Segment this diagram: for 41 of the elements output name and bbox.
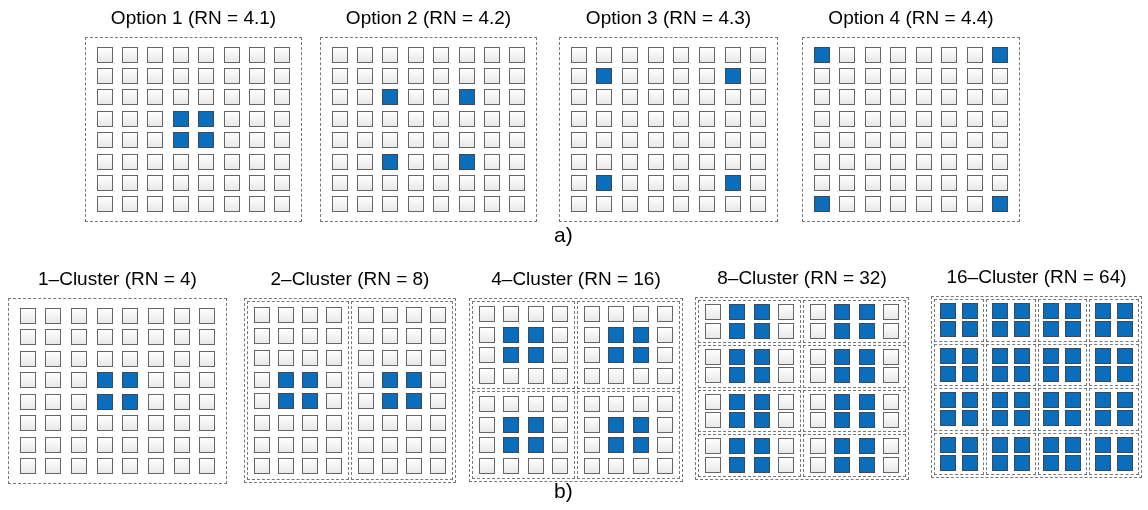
sub-cluster-frame bbox=[803, 344, 906, 388]
sub-cluster-frame bbox=[472, 391, 575, 479]
sub-cluster-frame bbox=[1037, 343, 1088, 386]
sub-cluster-frame bbox=[985, 432, 1036, 475]
panel-title: Option 1 (RN = 4.1) bbox=[110, 7, 277, 29]
sub-cluster-frame bbox=[247, 301, 349, 480]
sub-cluster-frame bbox=[1089, 343, 1139, 386]
sub-cluster-frame bbox=[698, 389, 801, 433]
sub-cluster-frame bbox=[472, 301, 575, 389]
sub-cluster-frame bbox=[803, 300, 906, 343]
sub-cluster-frame bbox=[1089, 299, 1139, 342]
sub-cluster-frame bbox=[803, 389, 906, 433]
sub-cluster-frame bbox=[1037, 432, 1088, 475]
sub-cluster-frame bbox=[1089, 388, 1139, 431]
sub-cluster-frame bbox=[351, 301, 453, 480]
panel-title: Option 4 (RN = 4.4) bbox=[828, 7, 994, 29]
panel-title: 8–Cluster (RN = 32) bbox=[717, 267, 887, 289]
panel-label: a) bbox=[554, 223, 573, 247]
sub-cluster-frame bbox=[698, 434, 801, 477]
sub-cluster-frame bbox=[934, 299, 984, 342]
panel-title: Option 2 (RN = 4.2) bbox=[345, 7, 512, 29]
sub-cluster-frame bbox=[985, 343, 1036, 386]
sub-cluster-frame bbox=[1089, 432, 1139, 475]
sub-cluster-frame bbox=[577, 301, 680, 389]
sub-cluster-frame bbox=[577, 391, 680, 479]
panel-title: 4–Cluster (RN = 16) bbox=[491, 268, 661, 290]
sub-cluster-frame bbox=[1037, 388, 1088, 431]
panel-title: Option 3 (RN = 4.3) bbox=[585, 7, 752, 29]
panel-title: 1–Cluster (RN = 4) bbox=[38, 268, 197, 290]
sub-cluster-frame bbox=[803, 434, 906, 477]
sub-cluster-frame bbox=[985, 299, 1036, 342]
panel-label: b) bbox=[554, 479, 573, 503]
sub-cluster-frame bbox=[934, 388, 984, 431]
sub-cluster-frame bbox=[698, 344, 801, 388]
sub-cluster-frame bbox=[1037, 299, 1088, 342]
sub-cluster-frame bbox=[698, 300, 801, 343]
sub-cluster-frame bbox=[934, 432, 984, 475]
panel-title: 16–Cluster (RN = 64) bbox=[946, 266, 1127, 288]
sub-cluster-frame bbox=[985, 388, 1036, 431]
sub-cluster-frame bbox=[934, 343, 984, 386]
panel-title: 2–Cluster (RN = 8) bbox=[270, 268, 430, 290]
